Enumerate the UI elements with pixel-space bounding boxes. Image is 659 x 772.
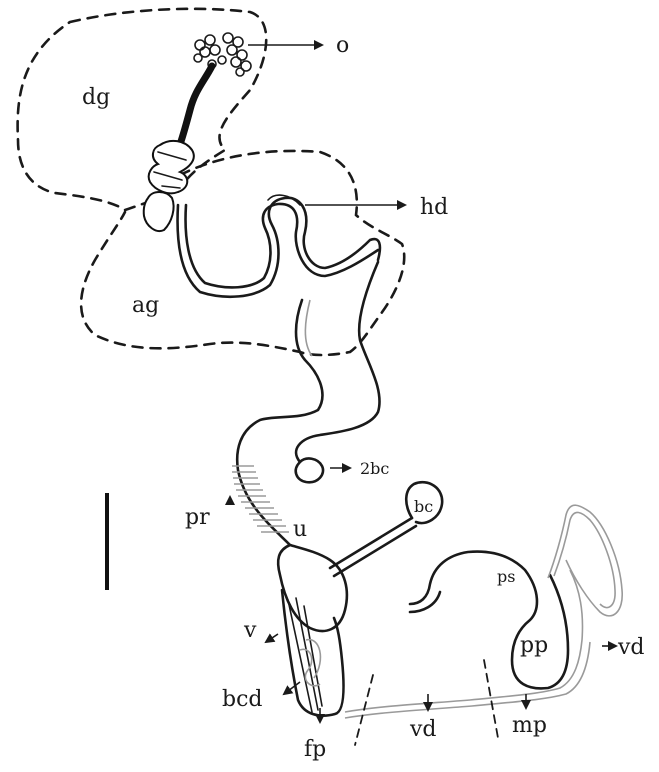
label-hd: hd: [420, 195, 448, 220]
label-bcd: bcd: [222, 687, 263, 712]
label-v: v: [243, 618, 257, 643]
label-pr: pr: [185, 505, 210, 530]
label-ps: ps: [497, 567, 515, 586]
albumen-duct-outer: [178, 198, 380, 297]
label-mp: mp: [512, 713, 547, 738]
carrefour: [144, 192, 174, 231]
label-2bc: 2bc: [360, 459, 389, 478]
arrow-v: [266, 634, 278, 642]
label-vd-bottom: vd: [409, 717, 437, 742]
label-pp: pp: [520, 633, 548, 658]
bursa-copulatrix-duct: [330, 518, 412, 568]
vagina: [278, 545, 347, 631]
hermaphrodite-duct-upper: [178, 66, 212, 150]
label-dg: dg: [82, 85, 110, 110]
label-fp: fp: [304, 737, 326, 762]
ovotestis: [194, 33, 251, 76]
label-u: u: [293, 517, 307, 542]
hermaphrodite-duct-coils: [149, 141, 194, 193]
label-o: o: [336, 33, 349, 58]
label-vd-right: vd: [617, 635, 645, 660]
secondary-bursa-copulatrix: [296, 459, 323, 483]
penis-sheath: [410, 552, 568, 689]
label-bc: bc: [414, 497, 433, 516]
albumen-duct-inner: [186, 204, 378, 288]
digestive-gland-outline: [18, 9, 267, 210]
label-ag: ag: [132, 293, 159, 318]
